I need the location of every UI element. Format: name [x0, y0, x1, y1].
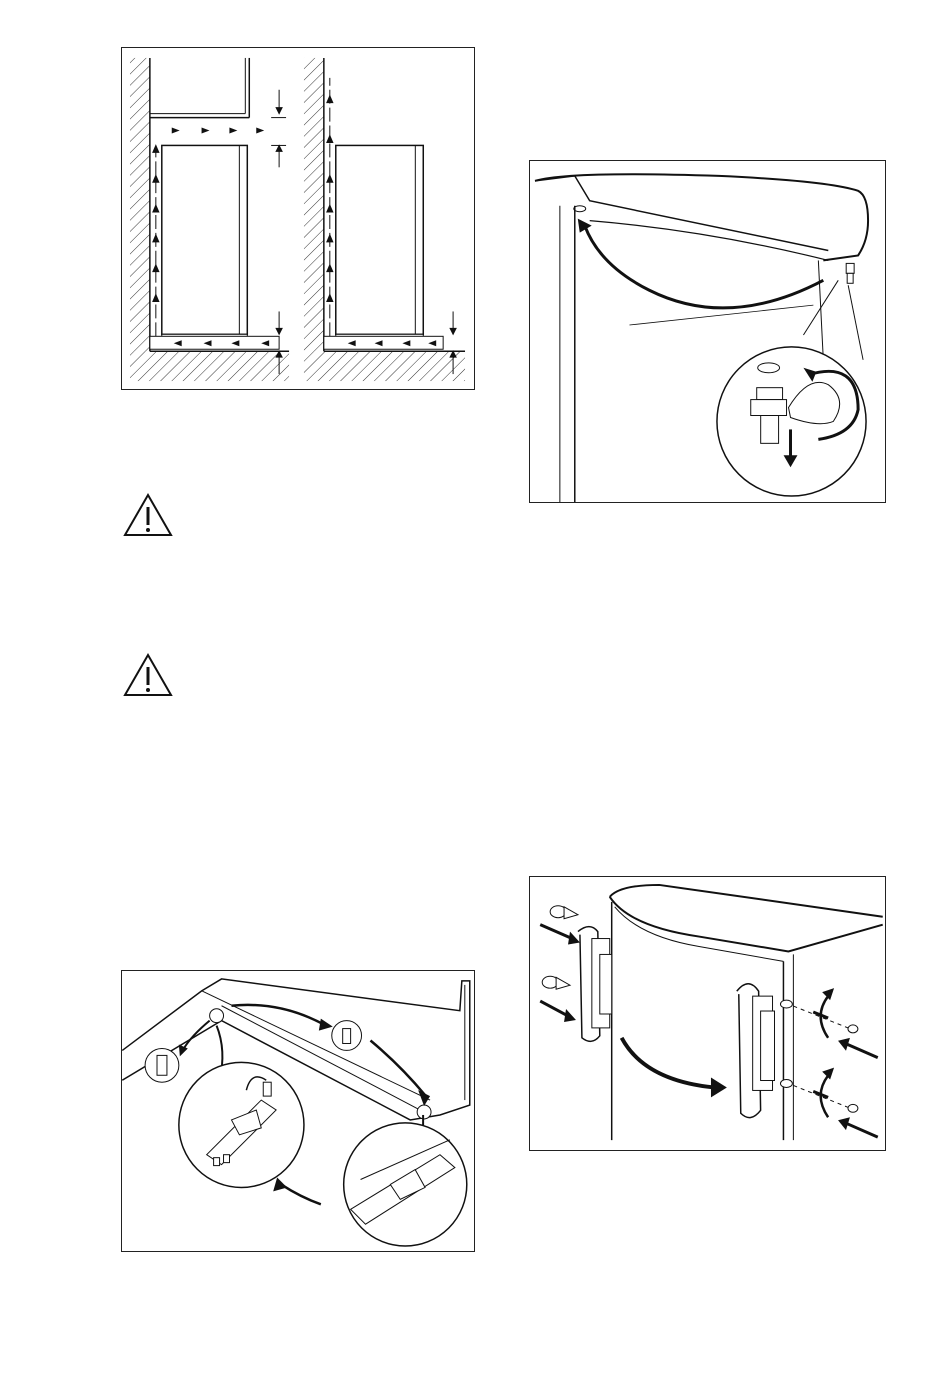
bottom-hinge-diagram — [121, 970, 475, 1252]
warning-triangle-icon — [123, 493, 173, 537]
handle-diagram — [529, 876, 886, 1151]
top-hinge-diagram — [529, 160, 886, 503]
floor-hatch-left — [130, 351, 289, 381]
floor-hatch-right — [304, 351, 465, 381]
wall-hatch-right — [304, 58, 324, 351]
appliance-right — [336, 145, 423, 334]
wall-hatch-left — [130, 58, 150, 351]
appliance-left — [162, 145, 247, 334]
warning-triangle-icon — [123, 653, 173, 697]
ventilation-diagram — [121, 47, 475, 390]
